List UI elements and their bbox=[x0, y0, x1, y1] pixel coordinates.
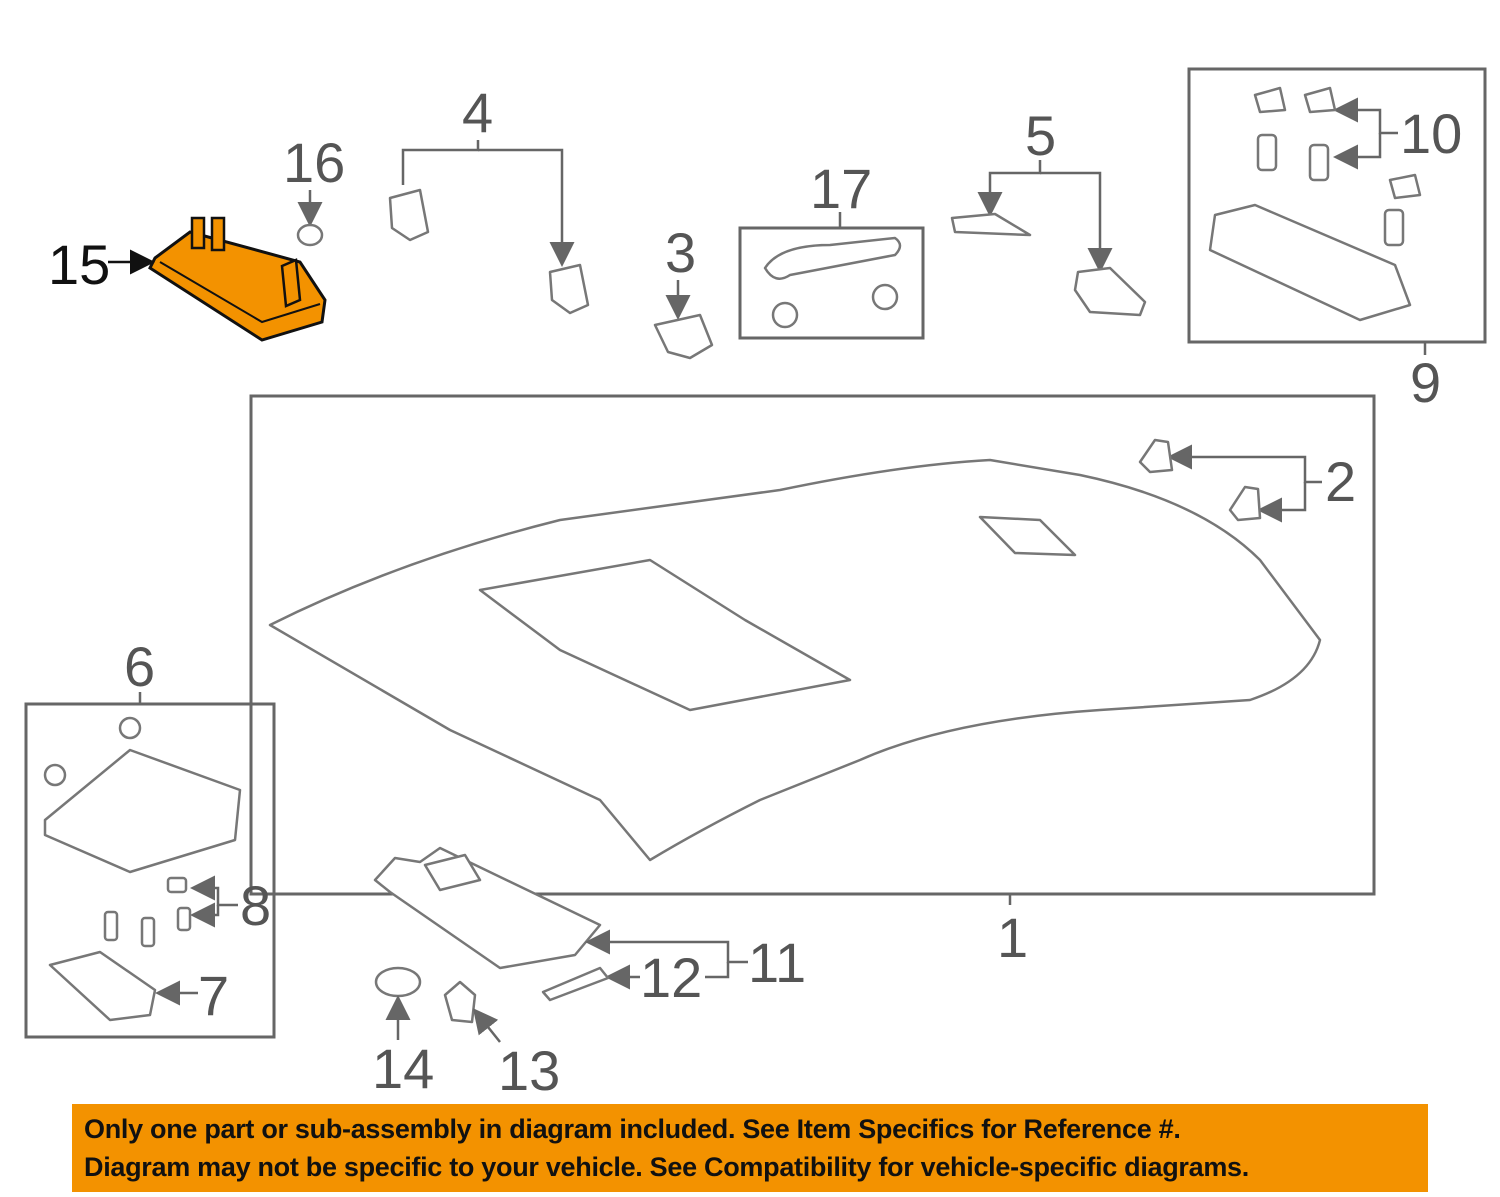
part-5-cover-a[interactable] bbox=[950, 212, 1032, 237]
part-11-sun-visor[interactable] bbox=[373, 846, 602, 970]
callout-1: 1 bbox=[997, 906, 1028, 969]
part-4-cover-a[interactable] bbox=[388, 188, 430, 242]
part-7-lens[interactable] bbox=[48, 950, 157, 1022]
part-5-cover-b[interactable] bbox=[1073, 266, 1147, 317]
disclaimer-line-1: Only one part or sub-assembly in diagram… bbox=[84, 1114, 1181, 1144]
disclaimer-banner: Only one part or sub-assembly in diagram… bbox=[72, 1104, 1428, 1192]
callout-8: 8 bbox=[240, 874, 271, 937]
callout-17: 17 bbox=[810, 157, 872, 220]
part-13-clip[interactable] bbox=[443, 980, 477, 1024]
part-3-clip[interactable] bbox=[653, 313, 714, 360]
part-15-dome-lamp-lens[interactable] bbox=[148, 216, 327, 342]
callout-16: 16 bbox=[283, 131, 345, 194]
callout-7: 7 bbox=[198, 964, 229, 1027]
part-17-assist-grip[interactable] bbox=[763, 236, 902, 280]
callout-12: 12 bbox=[640, 946, 702, 1009]
part-9-map-lamp-assembly[interactable] bbox=[1208, 203, 1412, 322]
disclaimer-line-2: Diagram may not be specific to your vehi… bbox=[84, 1152, 1249, 1182]
part-16-bulb[interactable] bbox=[296, 223, 324, 247]
part-2-clip-a[interactable] bbox=[1138, 438, 1174, 474]
callout-15: 15 bbox=[48, 233, 110, 296]
part-14-cap[interactable] bbox=[374, 966, 422, 998]
sunroof-opening bbox=[478, 558, 852, 712]
part-6-console-assembly[interactable] bbox=[43, 748, 242, 874]
callout-9: 9 bbox=[1410, 351, 1441, 414]
callout-2: 2 bbox=[1325, 450, 1356, 513]
part-12-holder[interactable] bbox=[541, 966, 610, 1002]
callout-6: 6 bbox=[124, 635, 155, 698]
callout-13: 13 bbox=[498, 1039, 560, 1102]
callout-11: 11 bbox=[748, 931, 806, 994]
part-8-bulb[interactable] bbox=[166, 876, 188, 894]
callout-14: 14 bbox=[372, 1037, 434, 1100]
callout-4: 4 bbox=[462, 81, 493, 144]
callout-3: 3 bbox=[665, 221, 696, 284]
callout-10: 10 bbox=[1400, 102, 1462, 165]
part-4-cover-b[interactable] bbox=[548, 263, 590, 315]
part-2-clip-b[interactable] bbox=[1228, 485, 1262, 522]
callout-5: 5 bbox=[1025, 104, 1056, 167]
